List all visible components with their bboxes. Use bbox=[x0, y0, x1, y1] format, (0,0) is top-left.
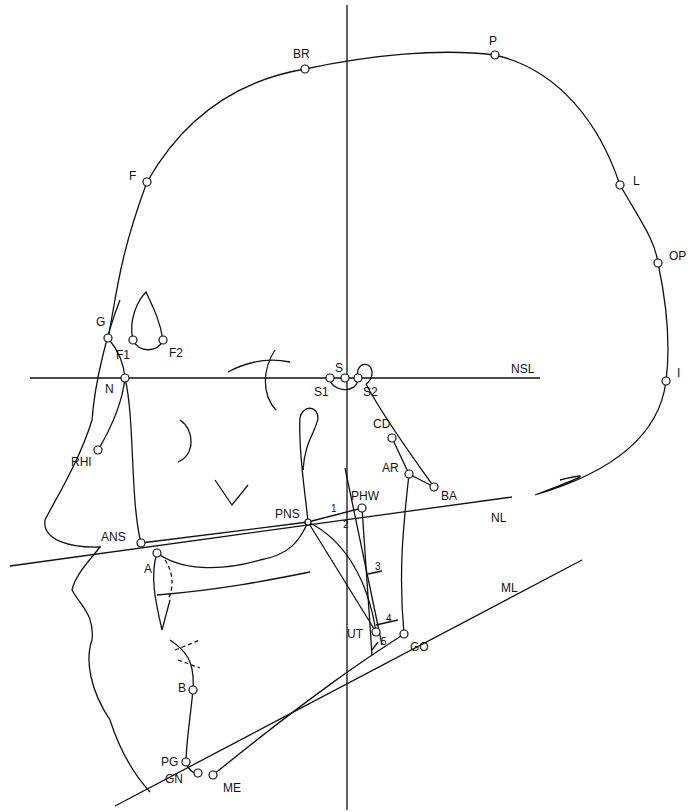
landmark-label: BA bbox=[440, 490, 458, 503]
callout-number: 5 bbox=[380, 636, 388, 647]
landmark-label: N bbox=[104, 383, 115, 396]
landmark-label: F1 bbox=[115, 349, 131, 362]
ramus bbox=[401, 474, 409, 634]
landmark-label: CD bbox=[372, 418, 391, 431]
landmark-label: UT bbox=[346, 628, 364, 641]
landmark-label: S2 bbox=[362, 386, 379, 399]
pharyngeal-wall bbox=[345, 468, 382, 645]
landmark-label: NL bbox=[490, 512, 507, 525]
landmark-label: ANS bbox=[100, 531, 127, 544]
zygoma-mark bbox=[215, 480, 248, 505]
orbit-line bbox=[178, 420, 191, 462]
landmark-label: S bbox=[334, 362, 344, 375]
landmark-label: GN bbox=[164, 773, 184, 786]
occlusal-line bbox=[157, 572, 310, 595]
landmark-label: RHI bbox=[70, 456, 93, 469]
mandible-lower-border bbox=[213, 634, 404, 775]
landmark-label: B bbox=[177, 682, 187, 695]
landmark-label: G bbox=[95, 316, 106, 329]
landmark-label: L bbox=[632, 175, 641, 188]
palatal-line bbox=[141, 522, 308, 543]
callout-number: 3 bbox=[374, 561, 382, 572]
landmark-label: AR bbox=[381, 462, 400, 475]
landmark-label: F bbox=[128, 170, 137, 183]
landmark-label: NSL bbox=[510, 363, 535, 376]
symphysis bbox=[170, 640, 198, 773]
landmark-label: PHW bbox=[350, 490, 380, 503]
palate-lower bbox=[157, 522, 308, 568]
landmark-label: PG bbox=[160, 756, 179, 769]
clivus bbox=[366, 384, 434, 487]
landmark-label: BR bbox=[292, 48, 311, 61]
pterygomaxillary-fissure bbox=[300, 408, 318, 522]
callout-number: 4 bbox=[385, 613, 393, 624]
landmark-label: OP bbox=[668, 250, 687, 263]
skull-outline bbox=[108, 52, 668, 495]
landmark-label: P bbox=[488, 35, 498, 48]
measure-tick bbox=[372, 642, 378, 650]
upper-incisor bbox=[154, 553, 170, 630]
orbit-roof bbox=[265, 350, 276, 410]
anterior-cranial-base bbox=[228, 360, 290, 372]
soft-palate bbox=[308, 522, 376, 632]
ml-line bbox=[115, 560, 582, 806]
soft-tissue-profile bbox=[45, 300, 150, 792]
landmark-label: ML bbox=[500, 582, 519, 595]
nsl-line bbox=[30, 377, 540, 378]
landmark-label: ME bbox=[222, 782, 242, 795]
callout-number: 2 bbox=[342, 519, 350, 530]
pharyngeal-wall bbox=[362, 508, 372, 655]
landmark-label: A bbox=[143, 563, 153, 576]
landmark-label: F2 bbox=[168, 347, 184, 360]
vertical-reference-line bbox=[346, 5, 347, 810]
landmark-label: PNS bbox=[274, 508, 301, 521]
landmark-label: S1 bbox=[313, 386, 330, 399]
lower-incisor bbox=[175, 640, 200, 668]
callout-number: 1 bbox=[330, 503, 338, 514]
landmark-label: I bbox=[676, 367, 681, 380]
landmark-label: GO bbox=[409, 641, 430, 654]
landmark-points bbox=[94, 51, 670, 779]
nl-line bbox=[10, 497, 512, 566]
pnsut-line bbox=[308, 522, 376, 632]
incisor-root bbox=[165, 560, 172, 600]
maxilla-front bbox=[125, 378, 141, 543]
